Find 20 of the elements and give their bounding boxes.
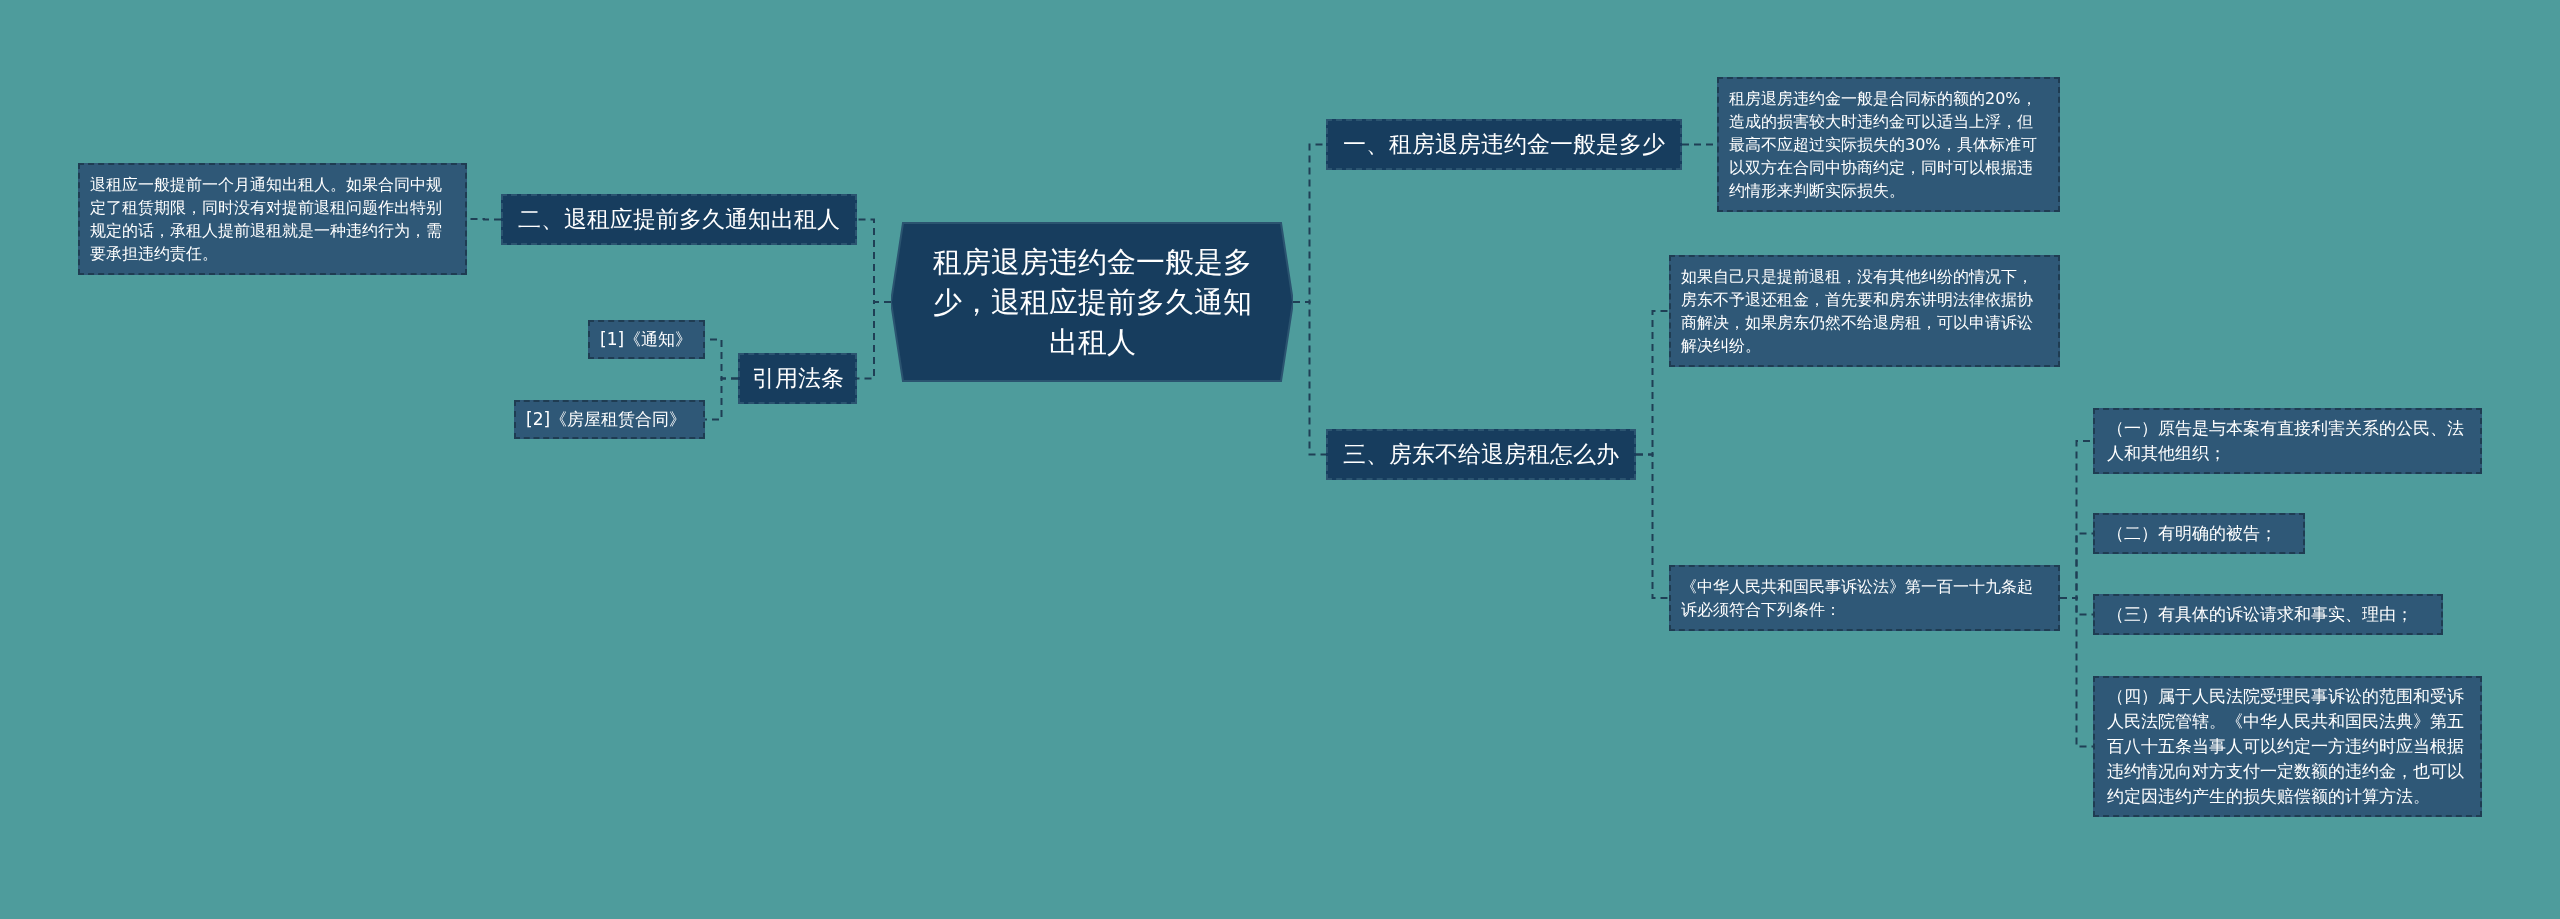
note-box: 如果自己只是提前退租，没有其他纠纷的情况下，房东不予退还租金，首先要和房东讲明法律依据协商解决，如果房东仍然不给退房租，可以申请诉讼解决纠纷。 [1669, 255, 2060, 367]
subtopic-box: （四）属于人民法院受理民事诉讼的范围和受诉人民法院管辖。《中华人民共和国民法典》第五百八十五条当事人可以约定一方违约时应当根据违约情况向对方支付一定数额的违约金，也可以约定因违约产生的损失赔偿额的计算方法。 [2093, 676, 2482, 817]
topic-box: 二、退租应提前多久通知出租人 [501, 194, 857, 245]
subtopic-box: [2]《房屋租赁合同》 [514, 400, 705, 439]
subtopic-box: （一）原告是与本案有直接利害关系的公民、法人和其他组织； [2093, 408, 2482, 474]
connector-line [856, 301, 892, 380]
connector-line [1635, 453, 1670, 599]
topic-box: 引用法条 [738, 353, 857, 404]
note-box: 退租应一般提前一个月通知出租人。如果合同中规定了租赁期限，同时没有对提前退租问题作出特别规定的话，承租人提前退租就是一种违约行为，需要承担违约责任。 [78, 163, 467, 275]
connector-line [1292, 301, 1327, 456]
subtopic-box: （二）有明确的被告； [2093, 513, 2305, 554]
topic-box: 三、房东不给退房租怎么办 [1326, 429, 1636, 480]
subtopic-box: [1]《通知》 [588, 320, 705, 359]
connector-line [2059, 597, 2094, 748]
connector-line [704, 377, 739, 421]
note-box: 租房退房违约金一般是合同标的额的20%，造成的损害较大时违约金可以适当上浮，但最高不应超过实际损失的30%，具体标准可以双方在合同中协商约定，同时可以根据违约情形来判断实际损失。 [1717, 77, 2060, 212]
subtopic-box: （三）有具体的诉讼请求和事实、理由； [2093, 594, 2443, 635]
central-topic: 租房退房违约金一般是多少，退租应提前多久通知出租人 [891, 222, 1293, 382]
topic-box: 一、租房退房违约金一般是多少 [1326, 119, 1682, 170]
note-box: 《中华人民共和国民事诉讼法》第一百一十九条起诉必须符合下列条件： [1669, 565, 2060, 631]
